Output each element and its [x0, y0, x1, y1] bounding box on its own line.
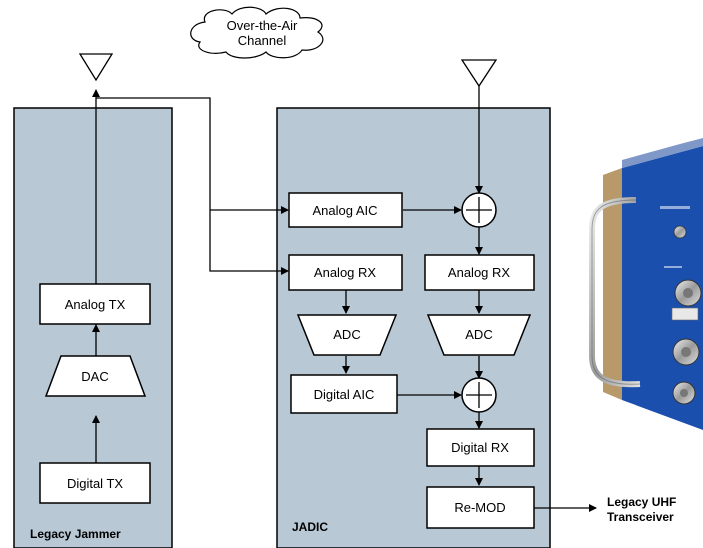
analog-tx-label: Analog TX	[65, 297, 126, 312]
adc-right-label: ADC	[465, 327, 492, 342]
jadic-antenna-icon	[460, 59, 498, 88]
digital-rx-box	[426, 428, 535, 467]
dac-label: DAC	[81, 369, 108, 384]
remod-box	[426, 486, 535, 529]
analog-rx-left-label: Analog RX	[314, 265, 376, 280]
adc-left-block	[296, 314, 398, 356]
analog-rx-right-box	[424, 254, 535, 291]
remod-label: Re-MOD	[454, 500, 505, 515]
digital-summer-icon	[461, 377, 497, 413]
digital-tx-label: Digital TX	[67, 476, 123, 491]
digital-rx-label: Digital RX	[451, 440, 509, 455]
output-label-line-2: Transceiver	[607, 510, 674, 524]
analog-rx-right-label: Analog RX	[448, 265, 510, 280]
digital-tx-box	[39, 462, 151, 504]
dac-block	[44, 355, 147, 397]
analog-aic-label: Analog AIC	[312, 203, 377, 218]
jadic-hardware-photo	[589, 138, 703, 430]
digital-aic-box	[290, 374, 398, 414]
cloud-line-1: Over-the-Air	[227, 18, 298, 33]
analog-aic-box	[288, 192, 403, 228]
adc-left-label: ADC	[333, 327, 360, 342]
jammer-antenna-icon	[78, 53, 114, 82]
legacy-jammer-title: Legacy Jammer	[30, 527, 121, 541]
analog-summer-icon	[461, 192, 497, 228]
adc-right-block	[426, 314, 532, 356]
output-label-line-1: Legacy UHF	[607, 495, 676, 509]
cloud-line-2: Channel	[238, 33, 287, 48]
over-the-air-channel-cloud: Over-the-Air Channel	[190, 6, 324, 59]
jadic-title: JADIC	[292, 520, 328, 534]
analog-tx-box	[39, 283, 151, 325]
analog-rx-left-box	[288, 254, 403, 291]
digital-aic-label: Digital AIC	[314, 387, 375, 402]
